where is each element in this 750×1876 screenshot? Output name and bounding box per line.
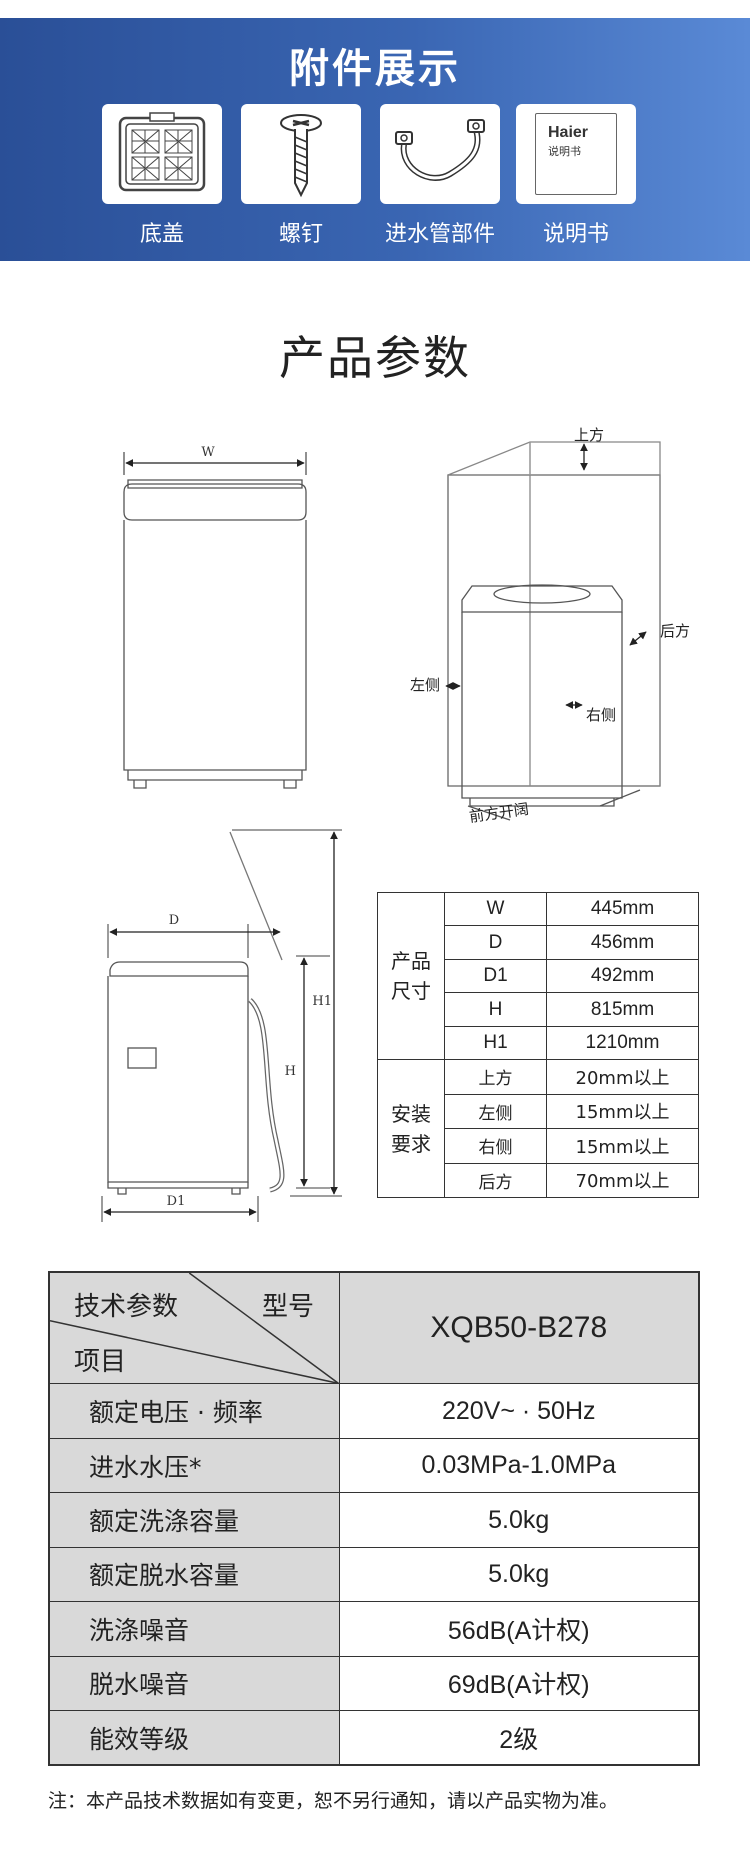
footnote: 注：本产品技术数据如有变更，恕不另行通知，请以产品实物为准。 bbox=[48, 1790, 619, 1812]
tech-value: 2级 bbox=[338, 1710, 700, 1766]
table-row: 后方 70mm以上 bbox=[378, 1162, 699, 1198]
table-row: H 815mm bbox=[378, 992, 699, 1027]
size-value: 492mm bbox=[546, 958, 699, 994]
tech-spec-table: 技术参数 型号 项目 XQB50-B278 额定电压 · 频率 220V~ · … bbox=[48, 1271, 700, 1766]
tech-value: 69dB(A计权) bbox=[338, 1655, 700, 1712]
accessory-inlet-hose: 进水管部件 bbox=[380, 104, 500, 248]
table-row: 右侧 15mm以上 bbox=[378, 1128, 699, 1164]
clearance-view-drawing bbox=[445, 441, 661, 821]
table-row: 额定脱水容量 5.0kg bbox=[48, 1546, 700, 1603]
tech-label: 能效等级 bbox=[48, 1710, 340, 1766]
table-row: 产品尺寸 W 445mm bbox=[377, 891, 699, 1061]
table-row: D1 492mm bbox=[378, 958, 699, 994]
size-key: H1 bbox=[444, 1025, 547, 1061]
label-h1: H1 bbox=[312, 994, 332, 1009]
table-row: H1 1210mm bbox=[378, 1025, 699, 1061]
size-value: 815mm bbox=[546, 992, 699, 1027]
tech-label: 额定洗涤容量 bbox=[48, 1492, 340, 1548]
accessory-bottom-cover: 底盖 bbox=[102, 104, 222, 248]
install-key: 右侧 bbox=[444, 1128, 547, 1164]
label-back: 后方 bbox=[660, 622, 690, 640]
size-key: D1 bbox=[444, 958, 547, 994]
accessory-screw: 螺钉 bbox=[241, 104, 361, 248]
accessory-label: 底盖 bbox=[139, 222, 184, 247]
accessory-manual: Haier 说明书 说明书 bbox=[516, 104, 636, 248]
install-value: 15mm以上 bbox=[546, 1128, 699, 1164]
tech-value: 0.03MPa-1.0MPa bbox=[338, 1437, 700, 1494]
size-value: 445mm bbox=[546, 891, 699, 927]
tech-value: 56dB(A计权) bbox=[338, 1601, 700, 1657]
tech-value: 5.0kg bbox=[338, 1546, 700, 1603]
accessory-label: 说明书 bbox=[542, 222, 609, 247]
manual-icon: Haier 说明书 bbox=[535, 113, 617, 195]
label-d: D bbox=[169, 913, 179, 928]
tech-label: 额定电压 · 频率 bbox=[48, 1383, 340, 1439]
label-right: 右侧 bbox=[586, 706, 616, 724]
model-number: XQB50-B278 bbox=[338, 1271, 700, 1385]
tech-label: 洗涤噪音 bbox=[48, 1601, 340, 1657]
table-row: 能效等级 2级 bbox=[48, 1710, 700, 1766]
label-w: W bbox=[201, 445, 215, 460]
table-row: 洗涤噪音 56dB(A计权) bbox=[48, 1601, 700, 1657]
tech-label: 额定脱水容量 bbox=[48, 1546, 340, 1603]
label-front-open: 前方开阔 bbox=[468, 800, 530, 826]
label-d1: D1 bbox=[167, 1194, 186, 1209]
install-key: 后方 bbox=[444, 1162, 547, 1198]
front-view-drawing bbox=[123, 452, 307, 789]
table-row: 安装要求 上方 20mm以上 bbox=[377, 1059, 699, 1198]
product-params-title: 产品参数 bbox=[279, 331, 471, 385]
size-value: 1210mm bbox=[546, 1025, 699, 1061]
table-row: 额定洗涤容量 5.0kg bbox=[48, 1492, 700, 1548]
install-value: 20mm以上 bbox=[546, 1059, 699, 1095]
bottom-cover-icon bbox=[118, 112, 206, 192]
table-row: 脱水噪音 69dB(A计权) bbox=[48, 1655, 700, 1712]
tech-value: 5.0kg bbox=[338, 1492, 700, 1548]
label-h: H bbox=[285, 1064, 296, 1079]
accessory-label: 螺钉 bbox=[278, 222, 323, 247]
header-item: 项目 bbox=[74, 1347, 127, 1377]
tech-label: 脱水噪音 bbox=[48, 1655, 340, 1712]
install-group-label: 安装要求 bbox=[377, 1059, 445, 1198]
size-key: H bbox=[444, 992, 547, 1027]
install-value: 70mm以上 bbox=[546, 1162, 699, 1198]
accessories-title: 附件展示 bbox=[289, 46, 461, 92]
tech-header-diagonal: 技术参数 型号 项目 bbox=[48, 1271, 340, 1385]
table-row: 额定电压 · 频率 220V~ · 50Hz bbox=[48, 1383, 700, 1439]
header-model: 型号 bbox=[262, 1292, 315, 1322]
table-row: 进水水压* 0.03MPa-1.0MPa bbox=[48, 1437, 700, 1494]
header-tech-params: 技术参数 bbox=[74, 1292, 179, 1322]
size-key: D bbox=[444, 925, 547, 960]
install-value: 15mm以上 bbox=[546, 1093, 699, 1130]
side-view-drawing bbox=[101, 829, 342, 1222]
size-group-label: 产品尺寸 bbox=[377, 891, 445, 1061]
tech-value: 220V~ · 50Hz bbox=[338, 1383, 700, 1439]
install-key: 左侧 bbox=[444, 1093, 547, 1130]
diagonal-divider bbox=[50, 1273, 339, 1384]
size-table: 产品尺寸 W 445mm D 456mm D1 492mm H 815mm H1… bbox=[377, 891, 699, 1198]
size-key: W bbox=[444, 891, 547, 927]
table-row: 左侧 15mm以上 bbox=[378, 1093, 699, 1130]
screw-icon bbox=[280, 114, 322, 198]
label-left: 左侧 bbox=[410, 676, 440, 694]
inlet-hose-icon bbox=[395, 119, 485, 181]
install-key: 上方 bbox=[444, 1059, 547, 1095]
label-top: 上方 bbox=[574, 426, 604, 444]
manual-subtitle: 说明书 bbox=[548, 145, 581, 158]
accessories-banner: 附件展示 底盖 bbox=[0, 18, 750, 261]
accessory-label: 进水管部件 bbox=[384, 222, 495, 247]
table-row: D 456mm bbox=[378, 925, 699, 960]
tech-label: 进水水压* bbox=[48, 1437, 340, 1494]
manual-brand-logo: Haier bbox=[548, 124, 589, 141]
tech-header-row: 技术参数 型号 项目 XQB50-B278 bbox=[48, 1271, 700, 1385]
size-value: 456mm bbox=[546, 925, 699, 960]
